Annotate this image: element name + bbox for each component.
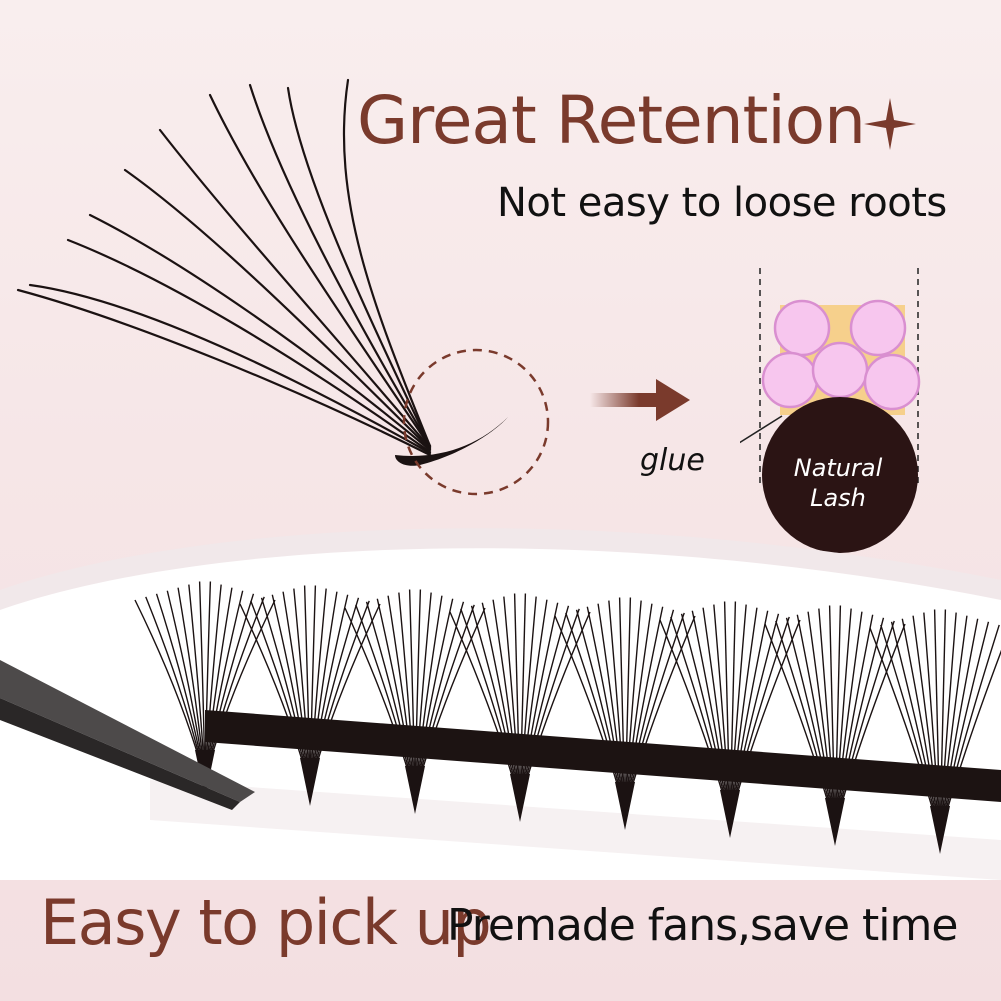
premade-fan: [134, 581, 276, 798]
headline-title: Great Retention: [357, 82, 866, 159]
natural-lash-line1: Natural: [793, 454, 883, 482]
sparkle-icon: [864, 98, 916, 150]
natural-lash-line2: Lash: [810, 484, 866, 512]
glue-label: glue: [640, 443, 705, 478]
footer-title: Easy to pick up: [40, 886, 492, 959]
premade-fan: [449, 593, 591, 822]
premade-fan: [869, 609, 1001, 854]
arrow-right-icon: [590, 379, 690, 421]
glue-diagram: [740, 268, 921, 553]
premade-fan: [239, 585, 381, 806]
premade-fan: [764, 605, 906, 846]
lash-tray-photo: [0, 528, 1001, 880]
footer-subtitle: Premade fans,save time: [447, 900, 958, 951]
premade-fan: [554, 597, 696, 830]
lash-fan-closeup: [16, 78, 550, 496]
premade-fan: [344, 589, 486, 814]
natural-lash-label: Natural Lash: [766, 453, 910, 513]
premade-fan-row: [134, 581, 1001, 854]
premade-fan: [659, 601, 801, 838]
headline-subtitle: Not easy to loose roots: [497, 180, 947, 226]
